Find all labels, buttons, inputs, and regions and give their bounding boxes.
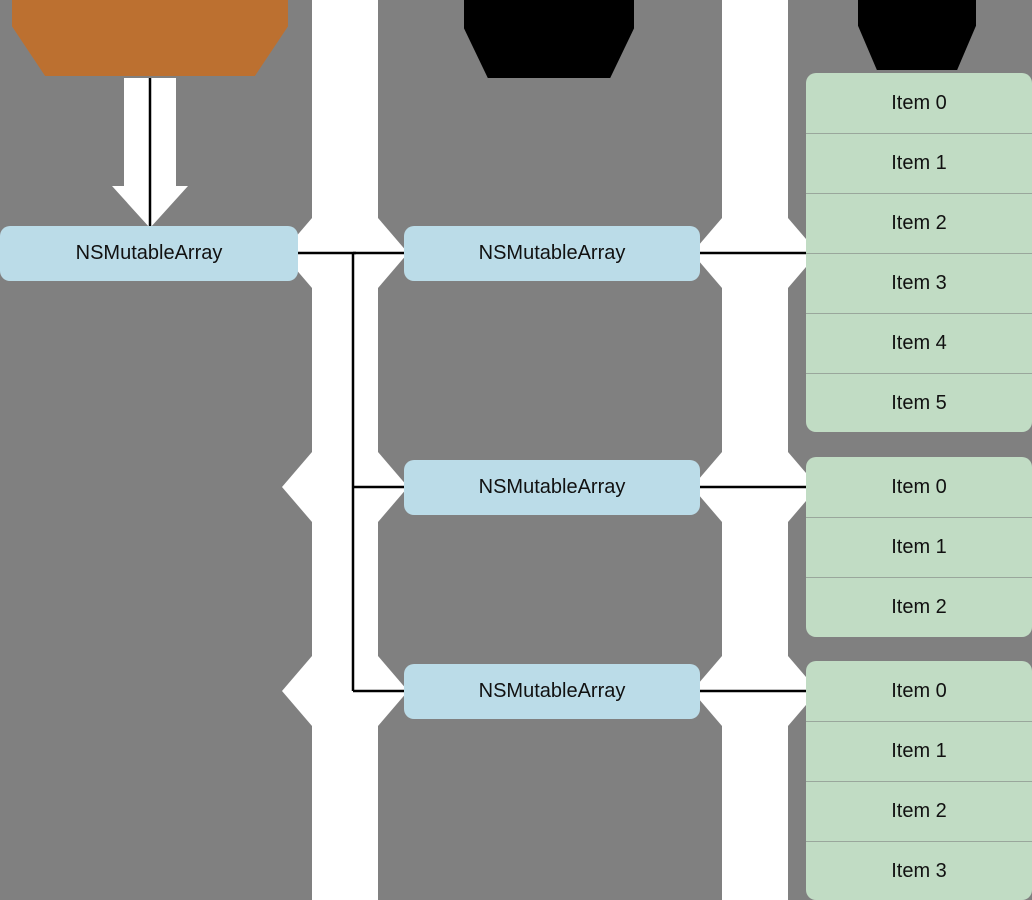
list-item[interactable]: Item 1	[806, 721, 1032, 781]
column-header-sections: Sections	[464, 0, 634, 78]
list-item[interactable]: Item 3	[806, 253, 1032, 313]
list-item[interactable]: Item 0	[891, 679, 947, 702]
section-array-box-2[interactable]: NSMutableArray	[404, 664, 700, 719]
item-group-1: Item 0 Item 1 Item 2	[806, 457, 1032, 637]
section-array-box-0[interactable]: NSMutableArray	[404, 226, 700, 281]
list-item[interactable]: Item 5	[806, 373, 1032, 432]
list-item[interactable]: Item 2	[806, 193, 1032, 253]
connector-band-left	[282, 0, 408, 900]
list-item[interactable]: Item 3	[806, 841, 1032, 900]
item-group-2: Item 0 Item 1 Item 2 Item 3	[806, 661, 1032, 900]
list-item[interactable]: Item 2	[806, 781, 1032, 841]
list-item[interactable]: Item 0	[891, 475, 947, 498]
item-group-0: Item 0 Item 1 Item 2 Item 3 Item 4 Item …	[806, 73, 1032, 432]
column-header-items: Items	[858, 0, 976, 70]
list-item[interactable]: Item 0	[891, 91, 947, 114]
connector-band-right	[692, 0, 818, 900]
column-header-data-source: Data source	[12, 0, 288, 76]
root-array-box[interactable]: NSMutableArray	[0, 226, 298, 281]
list-item[interactable]: Item 1	[806, 133, 1032, 193]
list-item[interactable]: Item 1	[806, 517, 1032, 577]
list-item[interactable]: Item 4	[806, 313, 1032, 373]
section-array-box-1[interactable]: NSMutableArray	[404, 460, 700, 515]
list-item[interactable]: Item 2	[806, 577, 1032, 637]
